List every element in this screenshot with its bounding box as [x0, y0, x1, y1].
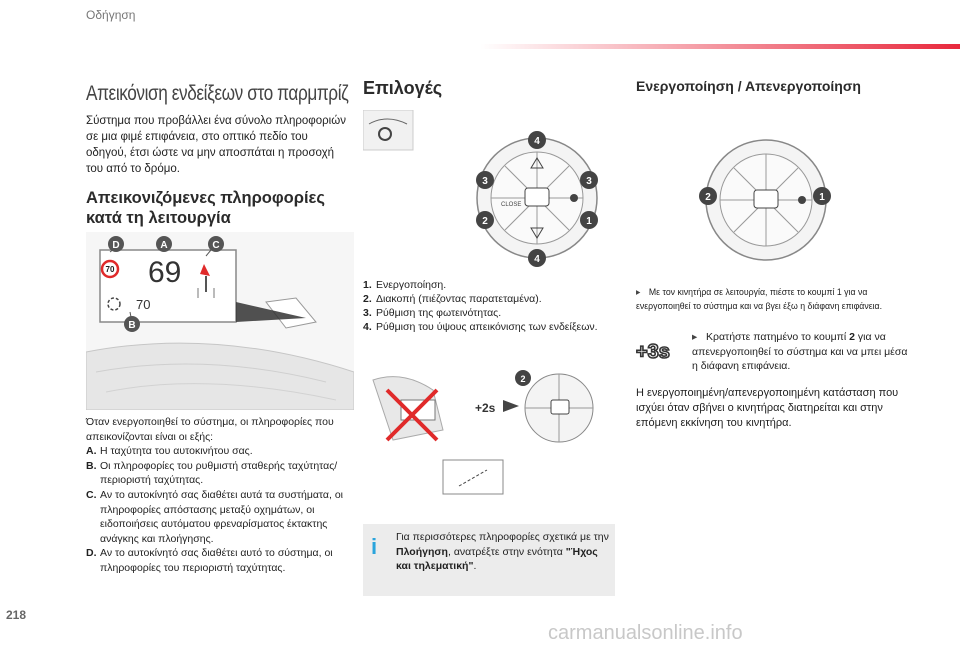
svg-text:3: 3 [482, 176, 488, 187]
options-list: 1.Ενεργοποίηση. 2.Διακοπή (πιέζοντας παρ… [363, 278, 623, 334]
label-a: A [160, 240, 167, 251]
hold-3s-label: +3s [636, 341, 670, 363]
header-accent-bar [480, 44, 960, 49]
svg-text:2: 2 [482, 216, 488, 227]
hud-speed: 69 [148, 256, 181, 289]
svg-text:2: 2 [520, 374, 525, 384]
press-duration-badge: +2s [475, 401, 496, 415]
svg-text:4: 4 [534, 136, 540, 147]
list-item: 3.Ρύθμιση της φωτεινότητας. [363, 307, 502, 319]
options-title: Επιλογές [363, 78, 443, 98]
info-icon: i [371, 534, 378, 559]
info-box [363, 524, 615, 596]
label-c: C [212, 240, 219, 251]
hud-illustration: 70 69 70 D A C B [86, 232, 354, 410]
list-item: 4.Ρύθμιση του ύψους απεικόνισης των ενδε… [363, 321, 598, 333]
hold-3s-icon: +3s [635, 336, 680, 364]
svg-text:1: 1 [819, 192, 825, 203]
state-paragraph: Η ενεργοποιημένη/απενεργοποιημένη κατάστ… [636, 387, 899, 429]
desc-item: C.Αν το αυτοκίνητό σας διαθέτει αυτά τα … [86, 488, 344, 545]
section-subtitle: Απεικονιζόμενες πληροφορίες κατά τη λειτ… [86, 189, 325, 227]
close-label: CLOSE [501, 202, 521, 208]
page-title: Απεικόνιση ενδείξεων στο παρμπρίζ [86, 82, 349, 105]
info-text: Για περισσότερες πληροφορίες σχετικά με … [396, 531, 609, 572]
svg-text:1: 1 [586, 216, 592, 227]
press-illustration: 2 +2s [363, 360, 615, 520]
hud-cruise-speed: 70 [136, 297, 150, 312]
desc-item: B.Οι πληροφορίες του ρυθμιστή σταθερής τ… [86, 459, 338, 487]
watermark: carmanualsonline.info [548, 622, 743, 644]
activation-illustration: 2 1 [636, 126, 910, 272]
section-header: Οδήγηση [86, 8, 136, 22]
svg-text:3: 3 [586, 176, 592, 187]
desc-item: D.Αν το αυτοκίνητό σας διαθέτει αυτό το … [86, 547, 333, 574]
list-item: 1.Ενεργοποίηση. [363, 279, 447, 291]
hud-description: Όταν ενεργοποιηθεί το σύστημα, οι πληροφ… [86, 415, 356, 576]
hud-speed-limit: 70 [106, 265, 115, 274]
desc-item: A.Η ταχύτητα του αυτοκινήτου σας. [86, 445, 253, 458]
activation-title: Ενεργοποίηση / Απενεργοποίηση [636, 78, 861, 94]
desc-intro: Όταν ενεργοποιηθεί το σύστημα, οι πληροφ… [86, 416, 334, 443]
label-b: B [128, 320, 135, 331]
svg-text:2: 2 [705, 192, 711, 203]
label-d: D [112, 240, 119, 251]
deactivation-note: ▸Κρατήστε πατημένο το κουμπί 2 για να απ… [692, 331, 908, 372]
page-number: 218 [6, 608, 27, 622]
list-item: 2.Διακοπή (πιέζοντας παρατεταμένα). [363, 293, 542, 305]
control-panel-illustration: CLOSE 4 4 3 3 2 1 [362, 109, 615, 268]
activation-note: ▸Με τον κινητήρα σε λειτουργία, πιέστε τ… [636, 287, 883, 312]
svg-text:4: 4 [534, 254, 540, 265]
intro-paragraph: Σύστημα που προβάλλει ένα σύνολο πληροφο… [86, 115, 346, 175]
